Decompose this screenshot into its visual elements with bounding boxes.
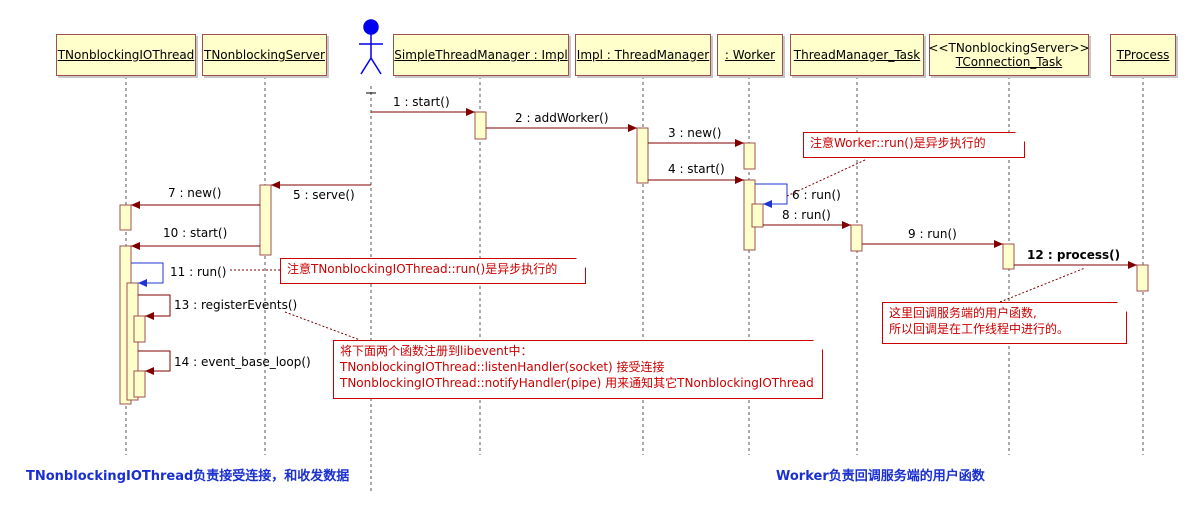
- activation-server: [259, 184, 272, 256]
- message-label-m8: 8 : run(): [782, 208, 831, 222]
- activation-nbio-new: [119, 204, 132, 231]
- message-label-m4: 4 : start(): [668, 162, 725, 176]
- participant-label: : Worker: [724, 48, 776, 62]
- message-label-m6: 6 : run(): [792, 188, 841, 202]
- participant-process[interactable]: TProcess: [1110, 34, 1176, 76]
- activation-tmtask: [850, 224, 863, 252]
- note-text: 注意Worker::run()是异步执行的: [810, 136, 986, 150]
- message-label-m5: 5 : serve(): [293, 188, 355, 202]
- footer-left-caption: TNonblockingIOThread负责接受连接，和收发数据: [26, 469, 350, 484]
- note-link-callback: [999, 267, 1086, 303]
- participant-label: TNonblockingIOThread: [57, 48, 195, 62]
- note-nbio-async: 注意TNonblockingIOThread::run()是异步执行的: [280, 258, 586, 284]
- participant-nbio[interactable]: TNonblockingIOThread: [56, 34, 196, 76]
- participant-worker[interactable]: : Worker: [717, 34, 783, 76]
- footer-right-caption: Worker负责回调服务端的用户函数: [776, 469, 985, 484]
- message-label-m13: 13 : registerEvents(): [174, 298, 298, 312]
- note-text: 注意TNonblockingIOThread::run()是异步执行的: [287, 262, 558, 276]
- participant-label: TConnection_Task: [955, 55, 1063, 69]
- actor-icon: [359, 19, 383, 75]
- activation-conn: [1002, 243, 1015, 270]
- message-label-m7: 7 : new(): [168, 186, 222, 200]
- activation-stm: [474, 111, 487, 140]
- activation-nbio-loop: [133, 370, 146, 398]
- activation-process: [1136, 264, 1149, 292]
- note-worker-async: 注意Worker::run()是异步执行的: [803, 132, 1025, 158]
- arrow-m13: [138, 294, 171, 320]
- participant-server[interactable]: TNonblockingServer: [202, 34, 327, 76]
- arrow-m14: [138, 350, 171, 375]
- activation-worker-run: [751, 203, 764, 228]
- message-label-m3: 3 : new(): [668, 126, 722, 140]
- activation-worker-new: [743, 142, 756, 170]
- participant-label: Impl : ThreadManager: [576, 48, 710, 62]
- participant-label: SimpleThreadManager : Impl: [394, 48, 568, 62]
- note-callback: 这里回调服务端的用户函数, 所以回调是在工作线程中进行的。: [882, 302, 1127, 344]
- message-label-m10: 10 : start(): [163, 226, 228, 240]
- participant-label: ThreadManager_Task: [793, 48, 921, 62]
- arrow-m6: [755, 183, 788, 208]
- note-text-line2: TNonblockingIOThread::listenHandler(sock…: [340, 360, 665, 374]
- arrow-m11: [131, 262, 164, 287]
- message-label-m14: 14 : event_base_loop(): [174, 355, 311, 369]
- message-label-m11: 11 : run(): [170, 265, 227, 279]
- note-register: 将下面两个函数注册到libevent中： TNonblockingIOThrea…: [333, 340, 823, 399]
- note-text-line2: 所以回调是在工作线程中进行的。: [889, 322, 1070, 336]
- participant-stereotype: <<TNonblockingServer>>: [928, 41, 1090, 55]
- participant-label: TNonblockingServer: [203, 48, 325, 62]
- message-label-m9: 9 : run(): [908, 227, 957, 241]
- participant-label: TProcess: [1116, 48, 1170, 62]
- participant-tmtask[interactable]: ThreadManager_Task: [790, 34, 924, 76]
- message-label-m1: 1 : start(): [393, 95, 450, 109]
- note-text-line3: TNonblockingIOThread::notifyHandler(pipe…: [340, 376, 814, 390]
- participant-conn[interactable]: <<TNonblockingServer>> TConnection_Task: [928, 34, 1090, 76]
- participant-stm[interactable]: SimpleThreadManager : Impl: [393, 34, 569, 76]
- message-label-m12: 12 : process(): [1027, 248, 1121, 262]
- activation-impl: [636, 127, 649, 184]
- activation-nbio-register: [133, 315, 146, 343]
- note-link-register: [284, 311, 361, 341]
- note-text-line1: 将下面两个函数注册到libevent中：: [340, 344, 533, 358]
- note-text-line1: 这里回调服务端的用户函数,: [889, 306, 1037, 320]
- message-label-m2: 2 : addWorker(): [515, 111, 609, 125]
- participant-impl[interactable]: Impl : ThreadManager: [575, 34, 711, 76]
